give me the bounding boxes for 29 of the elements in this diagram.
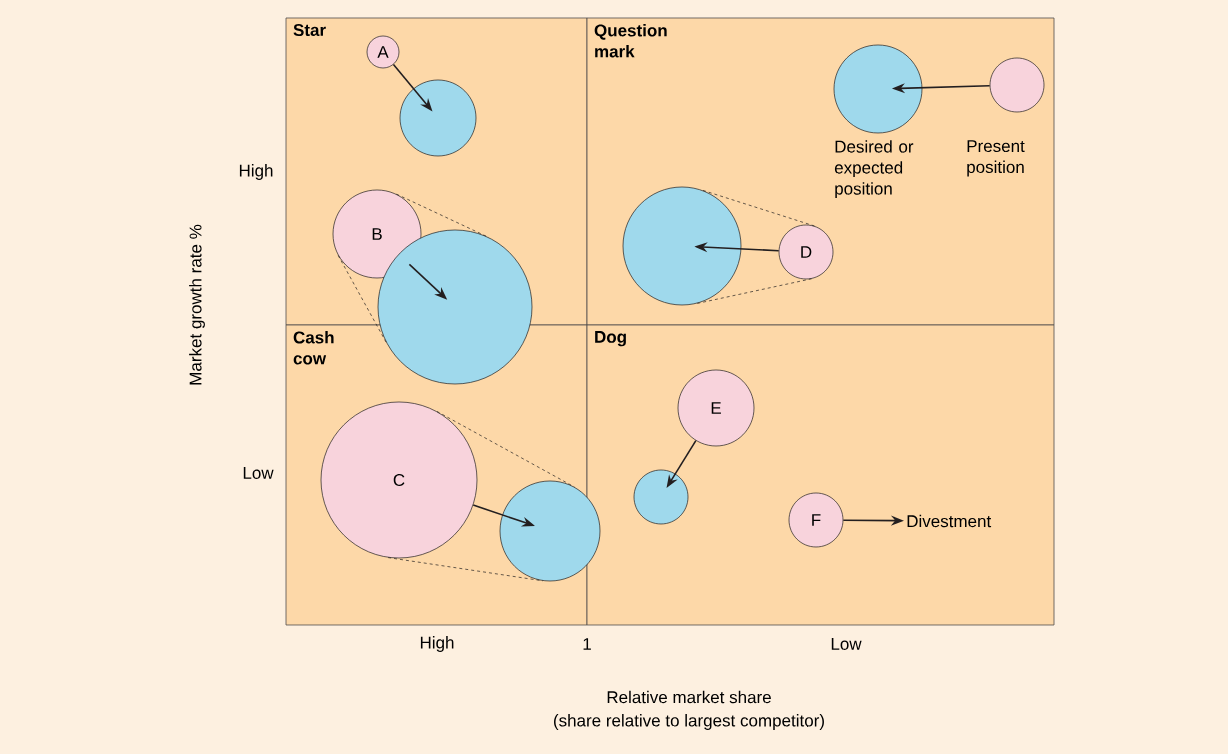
axis-title: Market growth rate %	[189, 224, 205, 385]
bubble: F	[788, 492, 844, 548]
axis-subtitle: (share relative to largest competitor)	[554, 714, 824, 730]
bubble: Present position	[967, 57, 1045, 177]
bubble: C	[320, 401, 478, 559]
axis-title: Relative market share	[607, 690, 771, 704]
tangent-line	[436, 411, 575, 488]
node-label: Present position	[967, 140, 1025, 177]
node-label: Desired or expected position	[834, 140, 914, 199]
outcome-text: Divestment	[907, 514, 992, 528]
bubble	[633, 469, 689, 525]
bubble	[399, 79, 477, 157]
tangent-line	[387, 557, 544, 582]
bubble	[622, 186, 742, 306]
tangent-line	[337, 255, 388, 345]
axis-level: Low	[243, 467, 274, 479]
tangent-line	[396, 193, 490, 238]
axis-level: Low	[831, 638, 862, 650]
tangent-line	[694, 278, 813, 305]
bubble: D	[778, 224, 834, 280]
bubble: B	[332, 189, 422, 279]
bubble: A	[366, 35, 400, 69]
bubble	[499, 480, 601, 582]
axis-tick-label: 1	[583, 638, 591, 650]
bubble: Desired or expected position	[833, 44, 923, 199]
axis-level: High	[420, 636, 454, 652]
axis-level: High	[239, 164, 273, 180]
tangent-line	[700, 189, 815, 227]
bubble: E	[677, 369, 755, 447]
